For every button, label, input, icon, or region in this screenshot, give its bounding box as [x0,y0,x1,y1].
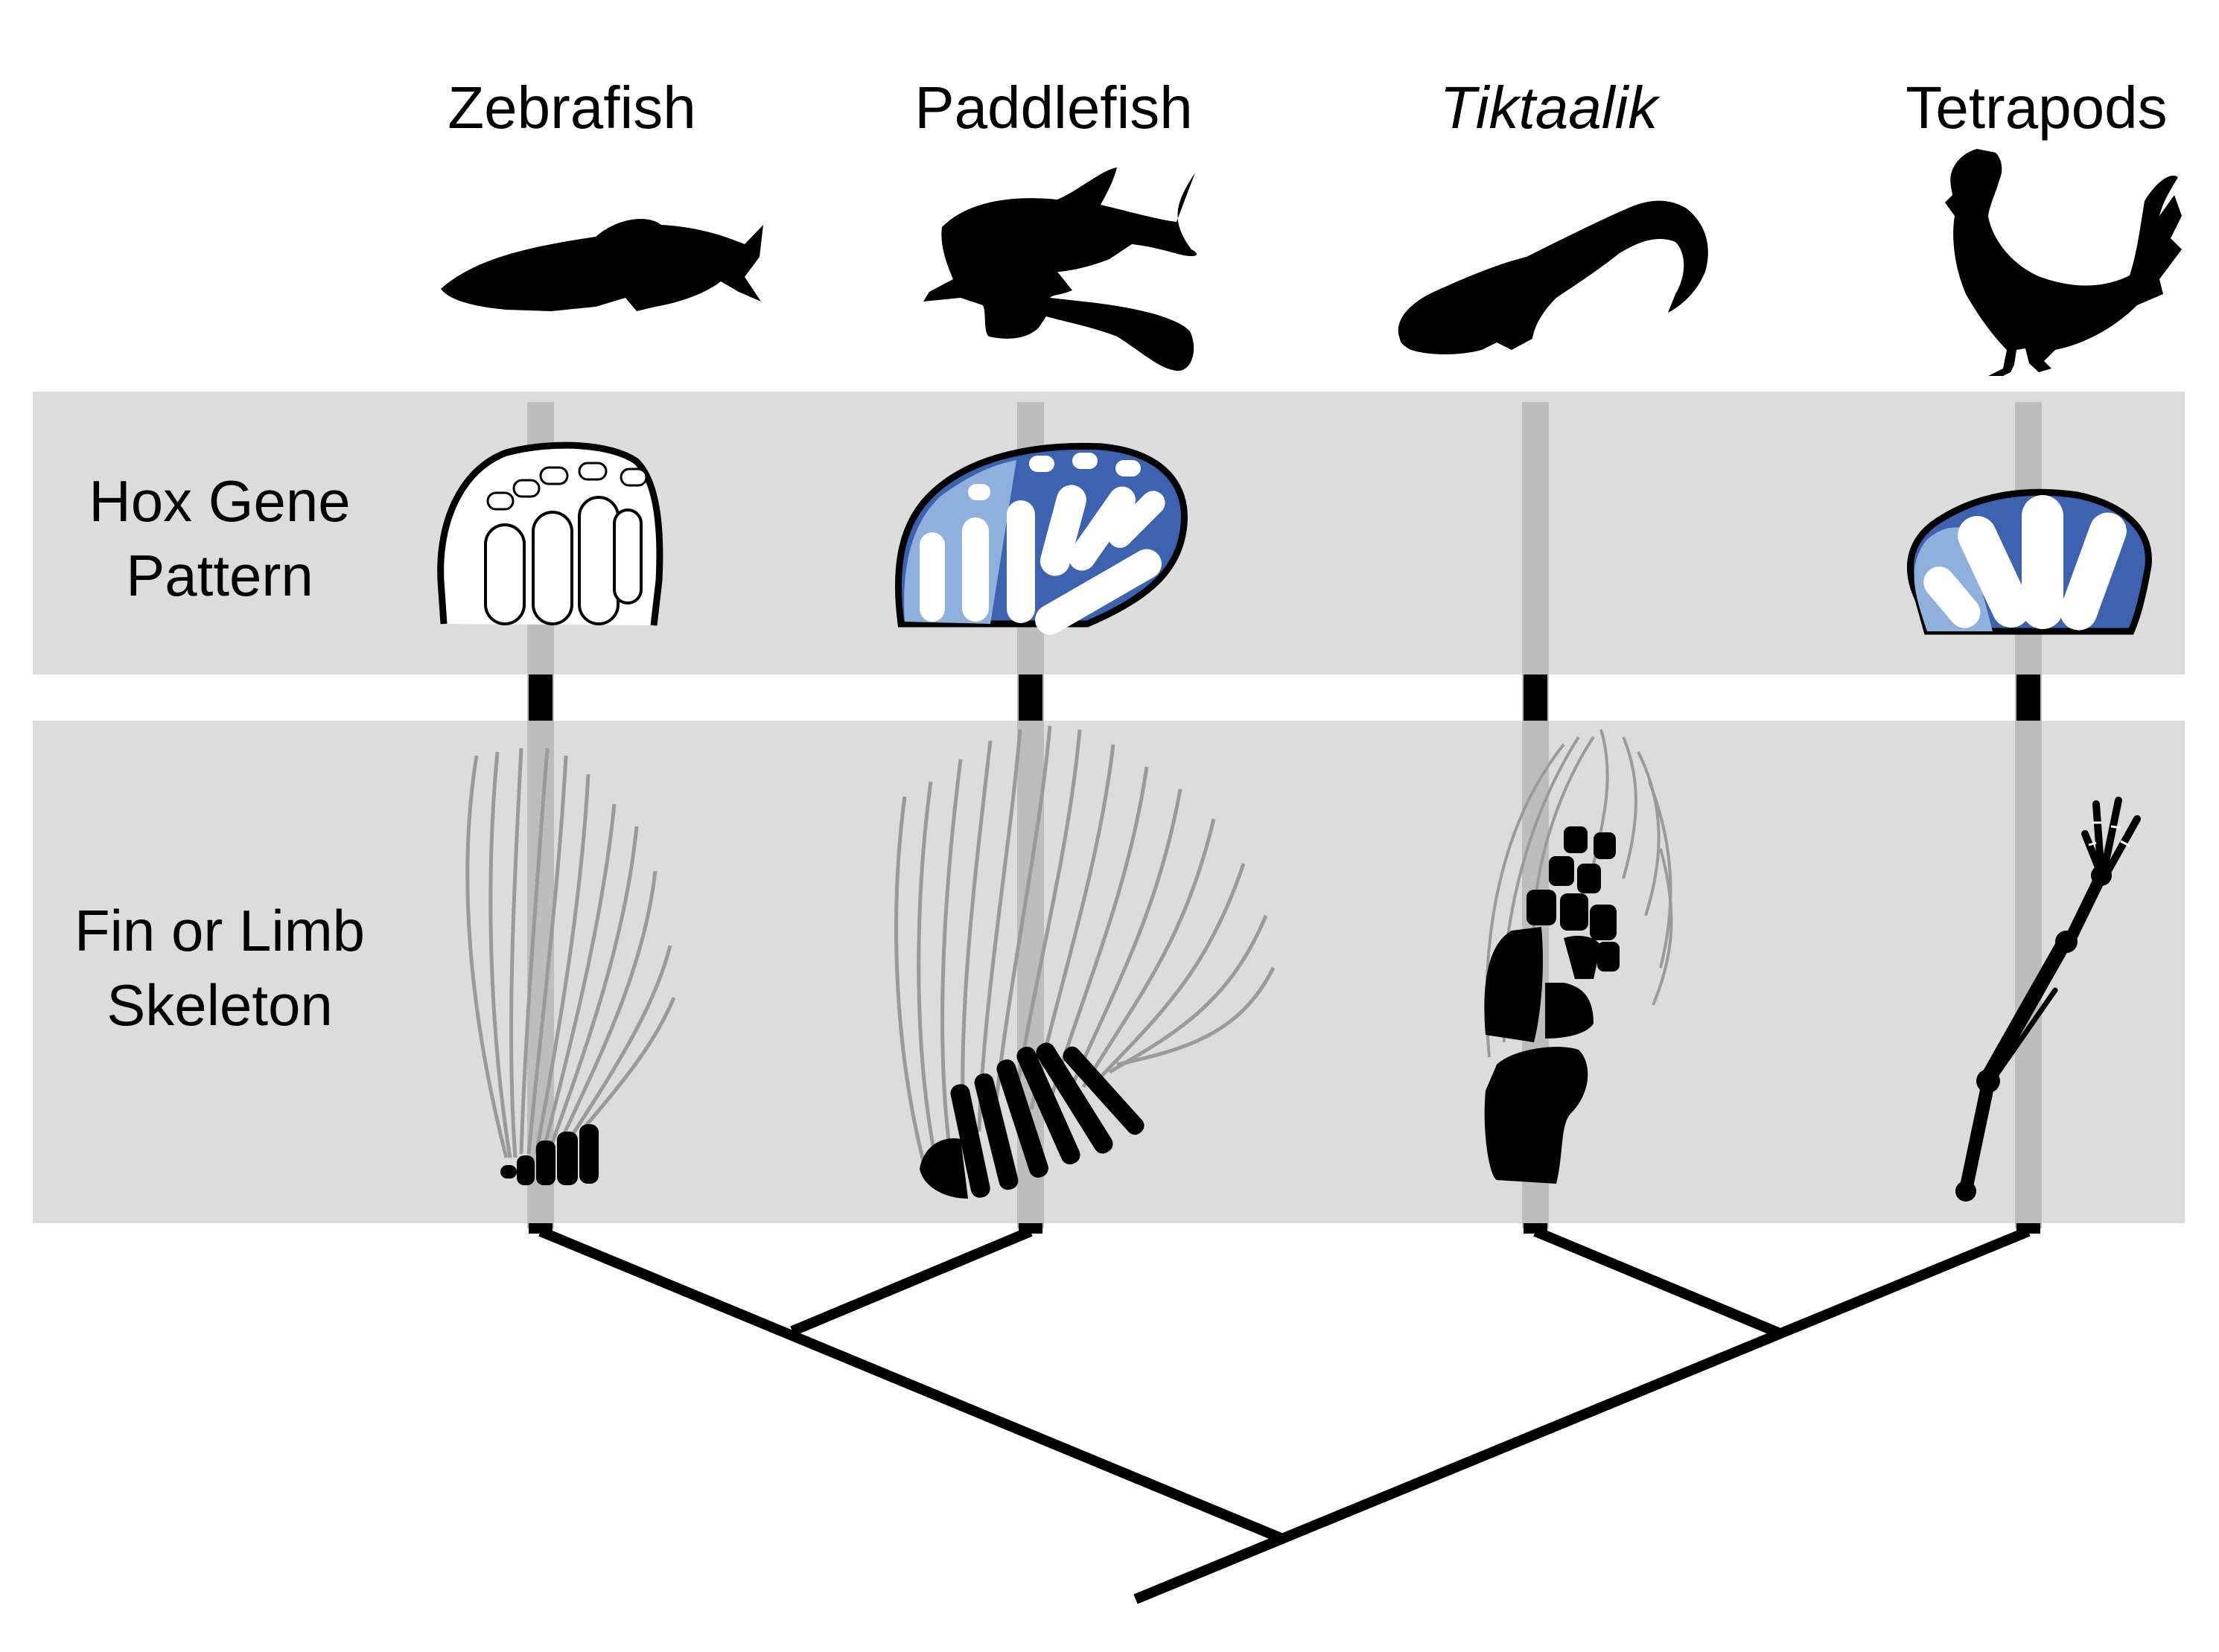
fish-silhouette [441,219,763,311]
tree-branch-paddlefish [790,1226,1033,1336]
taxon-label-tiktaalik: Tiktaalik [1439,74,1658,141]
tree-branch-tetrapods [1133,1226,2031,1604]
row-label-skeleton: Fin or Limb Skeleton [45,893,395,1042]
skeleton-tiktaalik [1484,729,1673,1184]
tree-branch-zebrafish [538,1226,1287,1545]
tree-branch-tiktaalik [1533,1226,1780,1338]
taxon-label-paddlefish: Paddlefish [914,74,1193,141]
connector-black-tetrapods [2016,674,2040,721]
rooster-silhouette [1945,149,2182,376]
paddlefish-silhouette [923,168,1197,371]
skeleton-tetrapods [1955,797,2141,1202]
connector-black-tiktaalik [1524,674,1547,721]
hox-pattern-tetrapods [1906,488,2152,635]
row-label-skeleton-line2: Skeleton [106,972,333,1038]
skeleton-paddlefish [894,725,1276,1199]
phylogenetic-tree [538,1226,2031,1604]
connector-black-paddlefish [1019,674,1042,721]
row-label-skeleton-line1: Fin or Limb [74,898,366,963]
row-label-hox-line2: Pattern [126,543,313,608]
skeleton-zebrafish [465,747,676,1185]
tiktaalik-silhouette [1398,200,1708,354]
connector-lines [527,402,2042,1234]
hox-pattern-paddlefish [895,442,1188,635]
row-label-hox: Hox Gene Pattern [45,464,395,613]
silhouettes [441,149,2182,376]
taxon-label-zebrafish: Zebrafish [448,74,696,141]
hox-pattern-zebrafish [437,441,663,626]
connector-black-zebrafish [529,674,553,721]
row-label-hox-line1: Hox Gene [89,468,351,534]
taxon-label-tetrapods: Tetrapods [1906,74,2168,141]
